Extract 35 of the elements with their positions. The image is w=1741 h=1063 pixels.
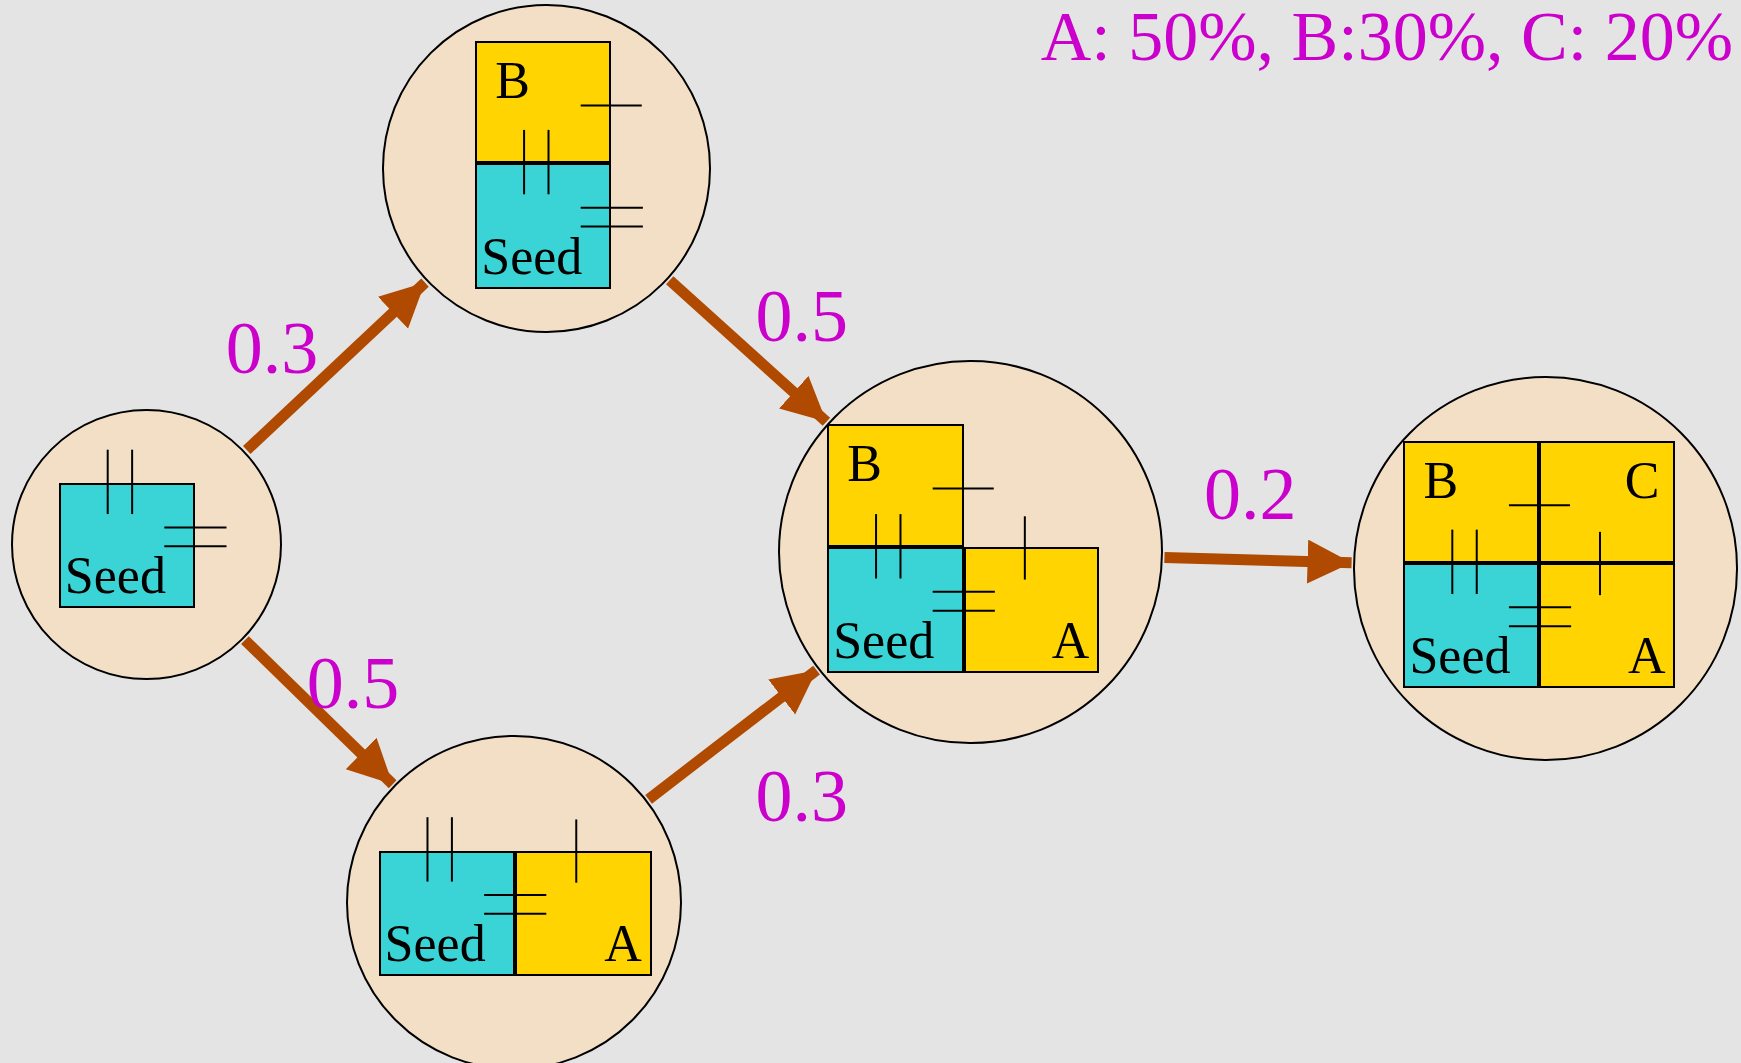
tile-label: Seed	[384, 917, 486, 970]
arrow	[243, 278, 429, 454]
tile-square	[1538, 440, 1676, 563]
tile-square	[475, 41, 611, 164]
tile-square	[515, 850, 652, 976]
tile-square	[1403, 440, 1539, 563]
tile-square	[475, 163, 611, 289]
arrow	[241, 636, 397, 789]
tile-label: Seed	[833, 614, 935, 667]
probability-label: 0.3	[225, 310, 319, 385]
tile-square	[827, 424, 964, 548]
tile-label: C	[1624, 454, 1660, 507]
arrow	[645, 665, 820, 804]
probability-label: 0.3	[755, 759, 848, 834]
tile-square	[963, 547, 1100, 673]
probability-label: 0.2	[1203, 457, 1297, 532]
tile-label: A	[1051, 614, 1090, 667]
arrow	[666, 276, 831, 426]
arrow	[1164, 539, 1352, 584]
tile-square	[378, 850, 516, 976]
distribution-label: A: 50%, B:30%, C: 20%	[1040, 2, 1733, 72]
tile-label: A	[1627, 630, 1666, 683]
tile-label: Seed	[481, 230, 583, 283]
tile-square	[1403, 562, 1539, 689]
tile-label: A	[604, 917, 642, 970]
tile-label: Seed	[64, 550, 166, 603]
tile-label: B	[1423, 454, 1459, 507]
probability-label: 0.5	[306, 645, 400, 720]
tile-label: Seed	[1409, 630, 1511, 683]
tile-square	[1538, 562, 1676, 689]
tile-label: B	[495, 55, 530, 108]
probability-label: 0.5	[755, 279, 848, 354]
tile-square	[58, 483, 196, 609]
tile-square	[827, 547, 964, 673]
tile-label: B	[847, 438, 882, 491]
